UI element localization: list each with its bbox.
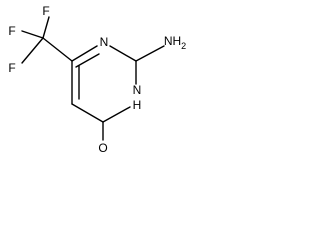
- atom-nh2-main: NH: [164, 34, 181, 48]
- atom-nh2: NH2: [164, 34, 186, 51]
- atom-nh2-subscript: 2: [181, 41, 186, 51]
- bond-n3-c4: [102, 106, 131, 123]
- atom-f-top: F: [42, 4, 49, 18]
- bond-c2-nh2: [135, 45, 165, 62]
- molecule-structure: F F F N NH2 N H O: [8, 4, 186, 155]
- bond-cf3-ring: [42, 37, 73, 62]
- bond-c4-c5: [71, 103, 104, 123]
- atom-n3: N: [133, 83, 142, 97]
- atom-labels: F F F N NH2 N H O: [8, 4, 186, 155]
- bond-cf3-f-top: [42, 16, 50, 39]
- bond-group: [21, 16, 165, 141]
- atom-o: O: [98, 141, 107, 155]
- atom-n3-hydrogen: H: [133, 98, 142, 112]
- bond-n1-c2: [109, 45, 137, 62]
- atom-f-bottom: F: [8, 61, 15, 75]
- bond-c6-n1: [71, 45, 98, 62]
- atom-f-left: F: [8, 24, 15, 38]
- bond-cf3-f-bottom: [21, 37, 44, 64]
- atom-n1: N: [100, 35, 109, 49]
- bond-c6-n1-double: [75, 53, 100, 68]
- bond-cf3-f-left: [21, 30, 44, 39]
